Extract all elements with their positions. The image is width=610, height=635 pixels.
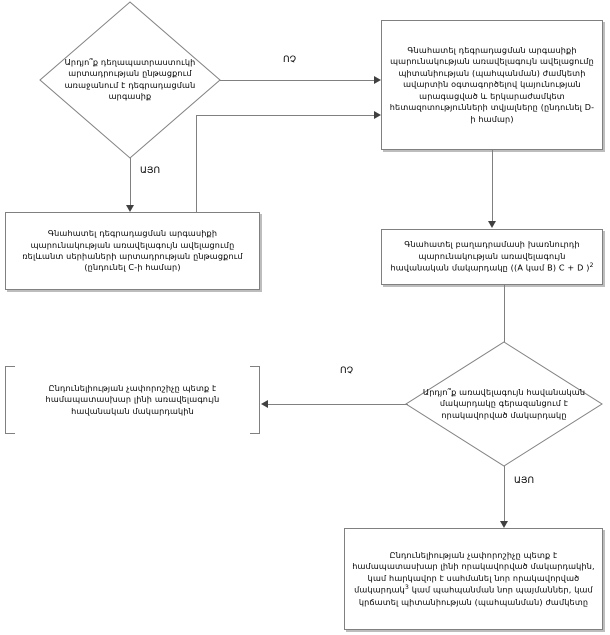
edge-label-no-2: ՈՉ <box>340 366 354 376</box>
connector-c-to-d-horizontal <box>196 115 375 116</box>
process-node-formula[interactable]: Գնահատել բաղադրամասի խառնուրդի պարունակո… <box>381 229 603 285</box>
connector-d-to-formula <box>492 150 493 222</box>
arrowhead-c-to-d-box <box>374 111 381 119</box>
edge-label-yes-2: ԱՅՈ <box>514 476 535 486</box>
connector-top-decision-to-d <box>220 80 375 81</box>
arrowhead-to-d-box <box>374 76 381 84</box>
process-node-c-label: Գնահատել դեգրադացման արգասիքի պարունակու… <box>22 228 243 273</box>
result-bottom-text-tail: կամ պահպանման նոր պայմաններ, կամ կրճատել… <box>358 585 593 607</box>
process-node-formula-label: Գնահատել բաղադրամասի խառնուրդի պարունակո… <box>389 239 595 274</box>
result-node-bottom-label: Ընդունելիության չափորոշիչը պետք է համապա… <box>352 550 595 608</box>
process-node-d-label: Գնահատել դեգրադացման արգասիքի պարունակու… <box>389 44 595 124</box>
result-node-left-label: Ընդունելիության չափորոշիչը պետք է համապա… <box>45 382 220 416</box>
edge-label-no-1: ՈՉ <box>283 55 297 65</box>
diamond-shape <box>39 1 221 159</box>
connector-formula-to-decision <box>504 285 505 342</box>
process-node-estimate-c[interactable]: Գնահատել դեգրադացման արգասիքի պարունակու… <box>5 212 260 290</box>
result-node-max-probable-level[interactable]: Ընդունելիության չափորոշիչը պետք է համապա… <box>5 366 260 434</box>
result-bottom-superscript: 3 <box>404 584 409 592</box>
arrowhead-to-result-left <box>261 400 268 408</box>
connector-decision-to-result-bottom <box>504 466 505 523</box>
diamond-shape-2 <box>405 341 603 467</box>
connector-top-decision-to-c <box>130 158 131 208</box>
formula-superscript: 2 <box>589 262 594 270</box>
process-node-estimate-d[interactable]: Գնահատել դեգրադացման արգասիքի պարունակու… <box>381 20 603 150</box>
formula-text: Գնահատել բաղադրամասի խառնուրդի պարունակո… <box>390 239 590 274</box>
decision-node-degradation-product[interactable]: Արդյո՞ք դեղապատրաստուկի արտադրության ընթ… <box>38 0 222 160</box>
arrowhead-to-formula-box <box>488 221 496 228</box>
arrowhead-to-c-box <box>126 205 134 212</box>
edge-label-yes-1: ԱՅՈ <box>140 166 161 176</box>
connector-c-to-d-vertical <box>196 115 197 212</box>
connector-decision-to-result-left <box>268 404 408 405</box>
arrowhead-to-result-bottom <box>500 521 508 528</box>
result-node-qualified-level[interactable]: Ընդունելիության չափորոշիչը պետք է համապա… <box>344 528 603 630</box>
result-bottom-text: Ընդունելիության չափորոշիչը պետք է համապա… <box>352 549 595 596</box>
decision-node-exceeds-qualified-level[interactable]: Արդյո՞ք առավելագույն հավանական մակարդակը… <box>404 340 604 468</box>
